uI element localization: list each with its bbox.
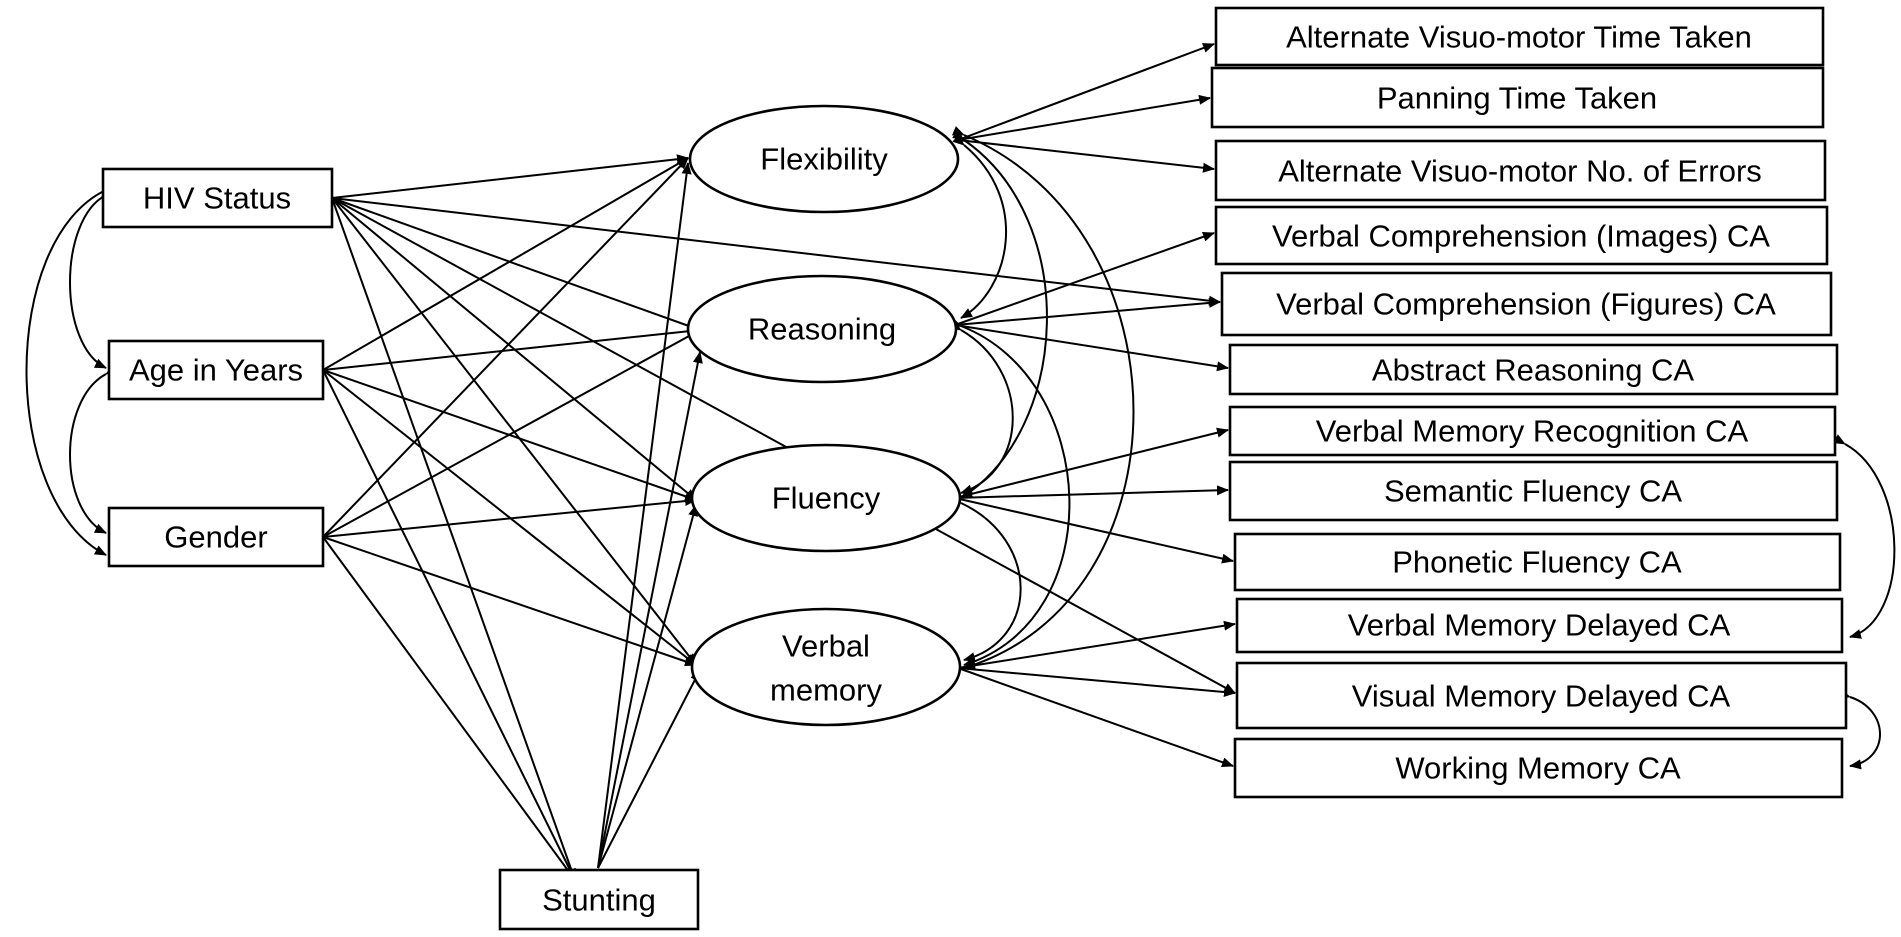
path-arrow [322, 536, 697, 667]
covariance-arrow [951, 126, 1135, 670]
node-label: Gender [164, 520, 267, 555]
node-label: Flexibility [760, 142, 888, 177]
path-arrow [957, 667, 1236, 697]
covariance-arrow [1832, 434, 1896, 639]
path-arrow [322, 157, 689, 538]
path-arrow [322, 157, 689, 371]
node-flexibility: Flexibility [688, 104, 960, 214]
path-arrow [954, 324, 1229, 372]
node-hiv-status: HIV Status [101, 167, 334, 229]
node-label: Phonetic Fluency CA [1392, 545, 1682, 580]
path-arrow [597, 162, 692, 869]
covariance-arrow [69, 364, 119, 534]
path-arrow [331, 197, 1236, 694]
node-stunting: Stunting [498, 868, 700, 931]
node-label: Reasoning [748, 312, 896, 347]
path-arrow [957, 139, 1215, 173]
path-arrow [597, 351, 703, 869]
path-arrow [954, 485, 1229, 499]
covariance-arrow [948, 320, 1014, 495]
node-gender: Gender [107, 506, 325, 568]
covariance-arrow [25, 180, 119, 556]
path-arrow [957, 620, 1236, 669]
covariance-arrow [69, 185, 119, 369]
path-arrow [954, 497, 1234, 564]
covariance-arrow [952, 134, 1008, 319]
node-label: Fluency [772, 481, 881, 516]
covariance-arrow [1837, 688, 1881, 770]
path-arrow [954, 231, 1215, 326]
path-arrow [322, 496, 697, 538]
node-verbal-comprehension-images: Verbal Comprehension (Images) CA [1214, 205, 1829, 266]
path-arrow [957, 667, 1234, 768]
node-working-memory: Working Memory CA [1233, 737, 1844, 799]
node-label: Verbal Memory Delayed CA [1348, 608, 1731, 643]
node-label-line-2: memory [770, 673, 882, 708]
node-alternate-visuo-motor-time-taken: Alternate Visuo-motor Time Taken [1214, 6, 1825, 67]
path-arrow [322, 536, 576, 881]
node-label: Working Memory CA [1395, 751, 1681, 786]
node-label: Verbal Comprehension (Figures) CA [1276, 287, 1776, 322]
path-arrow [957, 43, 1215, 141]
path-arrow [331, 197, 577, 881]
node-label: HIV Status [143, 181, 291, 216]
node-phonetic-fluency: Phonetic Fluency CA [1233, 532, 1842, 592]
node-label: Visual Memory Delayed CA [1352, 679, 1731, 714]
path-arrow [957, 94, 1211, 141]
path-arrow [597, 504, 698, 869]
node-label: Alternate Visuo-motor No. of Errors [1278, 154, 1762, 189]
path-arrow [597, 669, 701, 869]
node-fluency: Fluency [690, 443, 962, 553]
node-label: Semantic Fluency CA [1384, 474, 1682, 509]
covariance-arrow [948, 493, 1022, 663]
node-abstract-reasoning: Abstract Reasoning CA [1228, 343, 1839, 396]
path-arrow [331, 197, 701, 331]
covariance-arrow [948, 317, 1071, 667]
node-label: Panning Time Taken [1377, 81, 1657, 116]
node-verbal-memory: Verbal memory [690, 607, 962, 727]
edges-layer [25, 43, 1896, 881]
node-label: Verbal Comprehension (Images) CA [1272, 219, 1770, 254]
path-arrow [331, 197, 1221, 306]
path-arrow [322, 326, 701, 371]
path-arrow [331, 154, 689, 199]
node-label: Verbal Memory Recognition CA [1316, 414, 1749, 449]
node-age-in-years: Age in Years [107, 339, 325, 401]
node-verbal-memory-recognition: Verbal Memory Recognition CA [1228, 405, 1837, 457]
path-arrow [954, 427, 1229, 499]
node-reasoning: Reasoning [686, 274, 958, 384]
node-verbal-comprehension-figures: Verbal Comprehension (Figures) CA [1220, 271, 1833, 337]
path-arrow [322, 369, 576, 881]
node-label: Abstract Reasoning CA [1372, 353, 1695, 388]
node-label-line-1: Verbal [782, 629, 870, 664]
node-alternate-visuo-motor-no-of-errors: Alternate Visuo-motor No. of Errors [1214, 139, 1827, 202]
node-semantic-fluency: Semantic Fluency CA [1228, 460, 1839, 522]
node-label: Stunting [542, 883, 656, 918]
node-label: Alternate Visuo-motor Time Taken [1286, 20, 1752, 55]
path-arrow [322, 329, 701, 538]
path-arrow [954, 297, 1221, 326]
node-panning-time-taken: Panning Time Taken [1210, 66, 1825, 129]
node-verbal-memory-delayed: Verbal Memory Delayed CA [1235, 597, 1844, 654]
node-label: Age in Years [129, 353, 303, 388]
node-visual-memory-delayed: Visual Memory Delayed CA [1235, 661, 1848, 730]
